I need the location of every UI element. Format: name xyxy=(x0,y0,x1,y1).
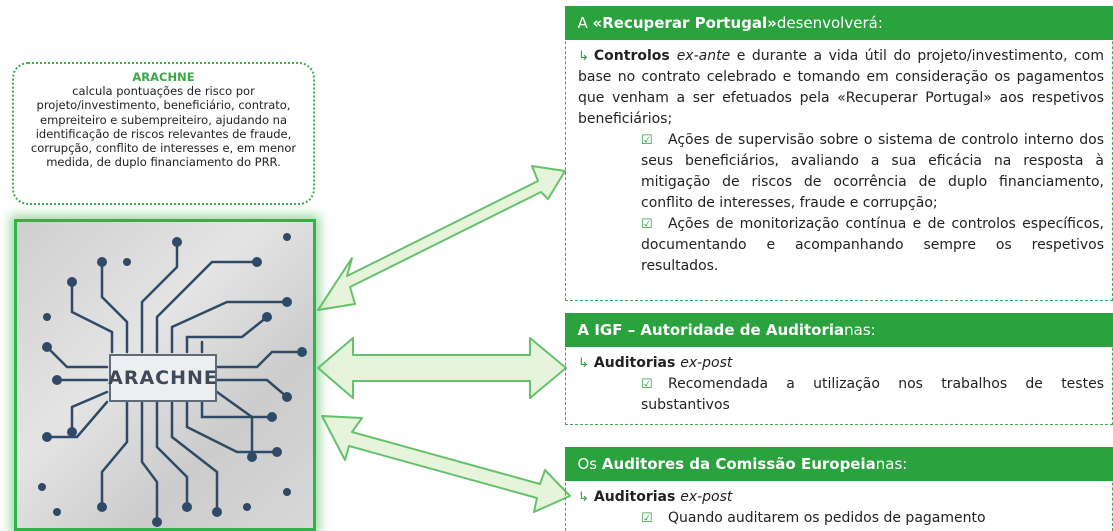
callout-title: ARACHNE xyxy=(132,70,195,84)
arrow-to-comissao xyxy=(321,415,571,513)
header-suffix: desenvolverá: xyxy=(776,14,883,32)
item-text: Recomendada a utilização nos trabalhos d… xyxy=(641,376,1104,413)
circuit-traces xyxy=(38,233,307,527)
header-bold: Auditores da Comissão Europeia xyxy=(601,455,876,473)
panel-igf: A IGF – Autoridade de Auditoria nas: ↳ Au… xyxy=(564,313,1113,425)
intro-paragraph: ↳ Auditorias ex-post xyxy=(578,487,1104,508)
chip-label: ARACHNE xyxy=(108,354,217,402)
intro-italic: ex-post xyxy=(680,489,733,505)
header-text: A xyxy=(577,14,588,32)
panel-header: Os Auditores da Comissão Europeia nas: xyxy=(564,447,1113,481)
list-item: ☑Ações de monitorização contínua e de co… xyxy=(641,214,1104,277)
header-bold: «Recuperar Portugal» xyxy=(592,14,777,32)
checkbox-icon: ☑ xyxy=(641,511,653,526)
header-text: Os xyxy=(577,455,598,473)
panel-header: A IGF – Autoridade de Auditoria nas: xyxy=(564,313,1113,347)
panel-header: A «Recuperar Portugal» desenvolverá: xyxy=(564,6,1113,40)
arrow-bullet-icon: ↳ xyxy=(578,356,589,371)
panel-body: ↳ Auditorias ex-post ☑Recomendada a utili… xyxy=(566,347,1112,416)
header-suffix: nas: xyxy=(875,455,908,473)
intro-bold: Controlos xyxy=(593,48,677,64)
intro-italic: ex-post xyxy=(680,355,733,371)
list-item: ☑ Quando auditarem os pedidos de pagament… xyxy=(641,508,1104,529)
item-text: Ações de supervisão sobre o sistema de c… xyxy=(641,132,1104,211)
panel-body: ↳ Auditorias ex-post ☑ Quando auditarem os… xyxy=(566,481,1112,529)
checkbox-icon: ☑ xyxy=(641,133,653,148)
arrow-to-recuperar xyxy=(317,165,566,311)
intro-text: e durante a vida útil do projeto/investi… xyxy=(578,48,1104,127)
intro-italic: ex-ante xyxy=(676,48,731,64)
arachne-chip-image: ARACHNE xyxy=(14,219,316,531)
list-item: ☑Recomendada a utilização nos trabalhos … xyxy=(641,374,1104,416)
arrow-bullet-icon: ↳ xyxy=(578,49,589,64)
intro-paragraph: ↳ Auditorias ex-post xyxy=(578,353,1104,374)
panel-comissao-europeia: Os Auditores da Comissão Europeia nas: ↳… xyxy=(564,447,1113,531)
panel-body: ↳ Controlos ex-ante e durante a vida útil… xyxy=(566,40,1112,277)
arrow-bullet-icon: ↳ xyxy=(578,490,589,505)
arrow-to-igf xyxy=(317,337,567,399)
item-text: Quando auditarem os pedidos de pagamento xyxy=(668,510,986,526)
intro-paragraph: ↳ Controlos ex-ante e durante a vida útil… xyxy=(578,46,1104,130)
checkbox-icon: ☑ xyxy=(641,217,653,232)
item-text: Ações de monitorização contínua e de con… xyxy=(641,216,1104,274)
intro-bold: Auditorias xyxy=(593,489,681,505)
list-item: ☑Ações de supervisão sobre o sistema de … xyxy=(641,130,1104,214)
checkbox-icon: ☑ xyxy=(641,377,653,392)
intro-bold: Auditorias xyxy=(593,355,681,371)
arachne-callout: ARACHNE calcula pontuações de risco por … xyxy=(12,62,315,205)
header-suffix: nas: xyxy=(844,321,876,339)
header-bold: A IGF – Autoridade de Auditoria xyxy=(577,321,845,339)
callout-text: calcula pontuações de risco por projeto/… xyxy=(30,84,297,170)
panel-recuperar-portugal: A «Recuperar Portugal» desenvolverá: ↳ Co… xyxy=(564,6,1113,301)
